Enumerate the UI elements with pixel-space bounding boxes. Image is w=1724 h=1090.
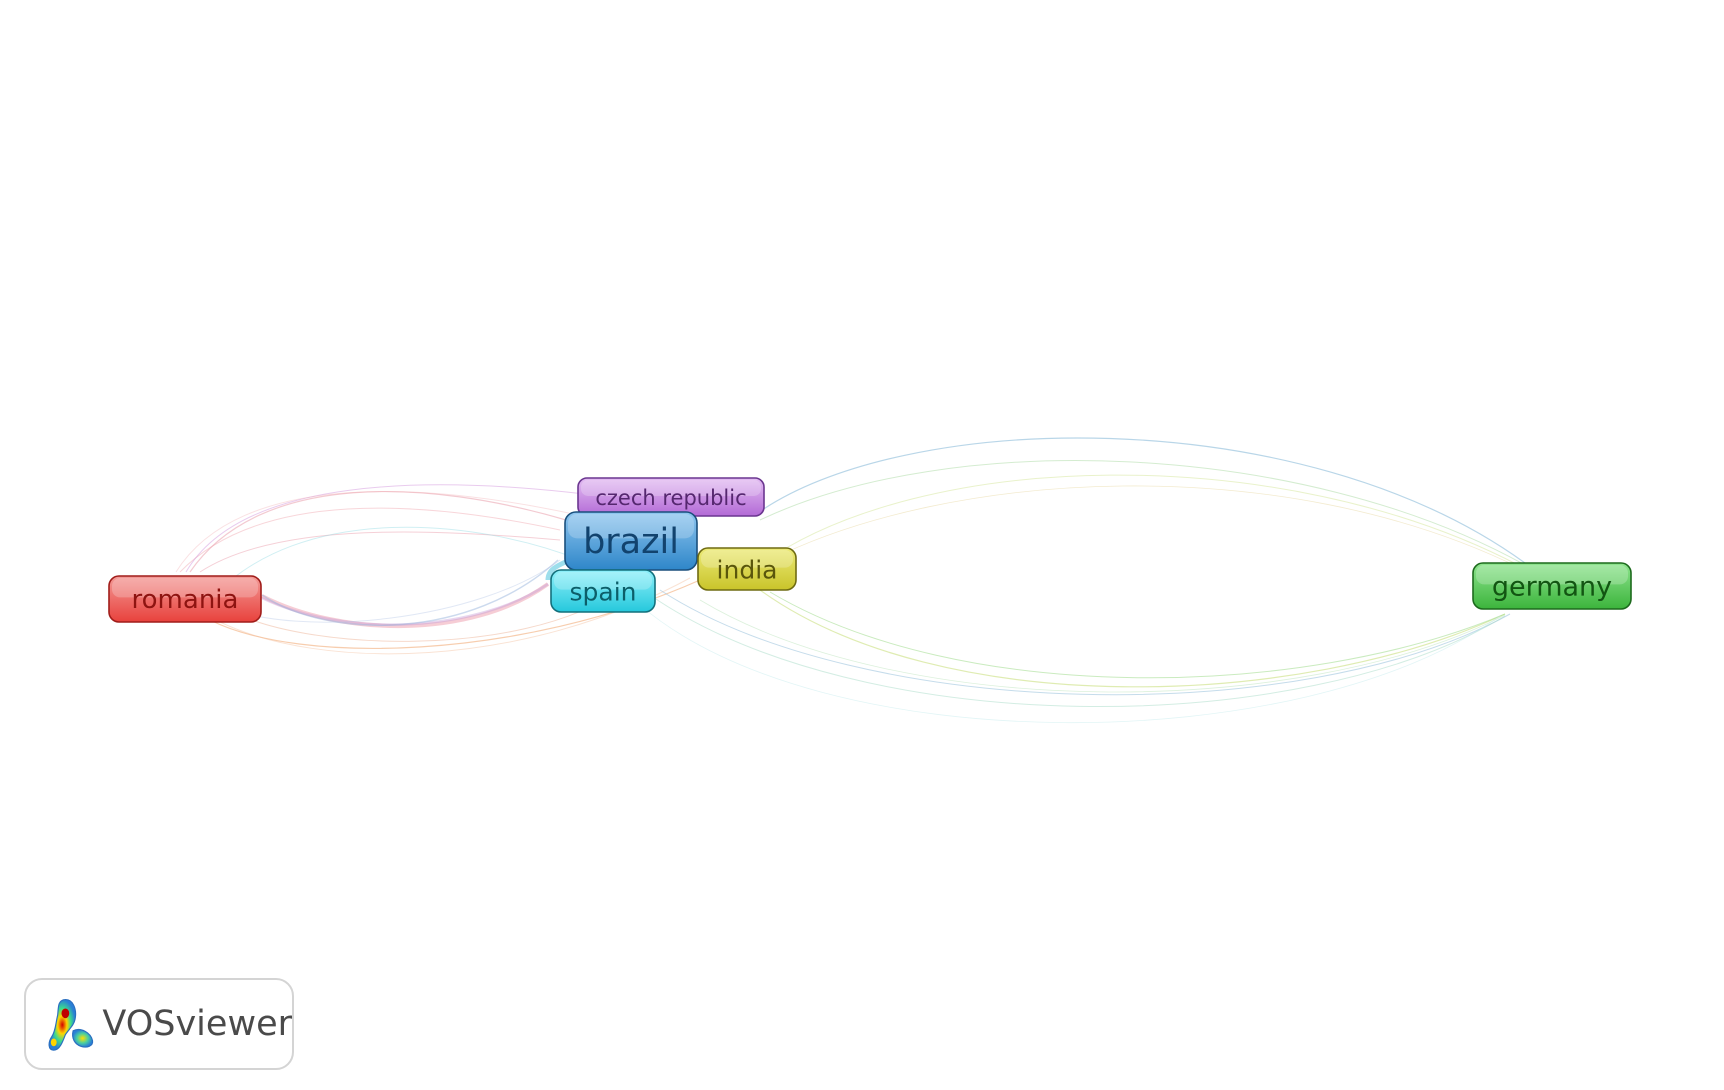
vosviewer-logo-icon: [48, 999, 94, 1051]
node-highlight-india: [701, 550, 793, 568]
node-czech-republic[interactable]: czech republic: [577, 477, 765, 517]
node-layer: romania czech republic brazil india spain ger…: [108, 477, 1632, 623]
link-romania-spain: [229, 589, 621, 642]
link-india-germany: [769, 485, 1521, 569]
node-box-romania[interactable]: [108, 575, 262, 623]
vosviewer-brand-box: VOSviewer: [24, 978, 294, 1070]
node-label-india: india: [717, 556, 778, 585]
link-romania-brazil: [189, 490, 567, 573]
node-label-germany: germany: [1492, 572, 1612, 603]
node-box-spain[interactable]: [550, 569, 656, 613]
node-brazil[interactable]: brazil: [564, 511, 698, 571]
link-brazil-germany: [659, 589, 1511, 696]
node-germany[interactable]: germany: [1472, 562, 1632, 610]
link-czech-germany: [699, 599, 1506, 693]
link-romania-brazil: [219, 559, 561, 623]
node-label-spain: spain: [569, 578, 636, 607]
link-romania-czech: [185, 484, 631, 573]
node-box-germany[interactable]: [1472, 562, 1632, 610]
link-romania-spain: [209, 526, 581, 601]
node-spain[interactable]: spain: [550, 569, 656, 613]
link-layer: [175, 437, 1526, 724]
node-highlight-czech-republic: [581, 480, 761, 496]
vosviewer-brand-name: VOSviewer: [102, 1004, 292, 1044]
node-romania[interactable]: romania: [108, 575, 262, 623]
node-label-brazil: brazil: [583, 522, 679, 562]
link-spain-germany: [649, 594, 1506, 708]
link-india-germany: [769, 591, 1506, 679]
node-highlight-germany: [1476, 565, 1628, 585]
node-highlight-brazil: [568, 514, 694, 539]
node-label-czech-republic: czech republic: [595, 486, 746, 510]
link-romania-brazil: [261, 559, 559, 627]
node-box-india[interactable]: [697, 547, 797, 591]
link-czech-germany: [759, 460, 1526, 566]
node-india[interactable]: india: [697, 547, 797, 591]
link-romania-brazil: [179, 507, 561, 573]
link-romania-spain: [261, 582, 550, 628]
node-label-romania: romania: [132, 585, 239, 615]
node-highlight-spain: [554, 572, 652, 590]
link-spain-germany: [639, 604, 1501, 724]
link-india-germany: [759, 474, 1521, 567]
node-highlight-romania: [112, 578, 258, 598]
link-india-germany: [759, 589, 1506, 688]
link-romania-brazil: [199, 531, 561, 573]
link-romania-czech: [175, 491, 601, 573]
link-brazil-germany: [754, 437, 1526, 564]
